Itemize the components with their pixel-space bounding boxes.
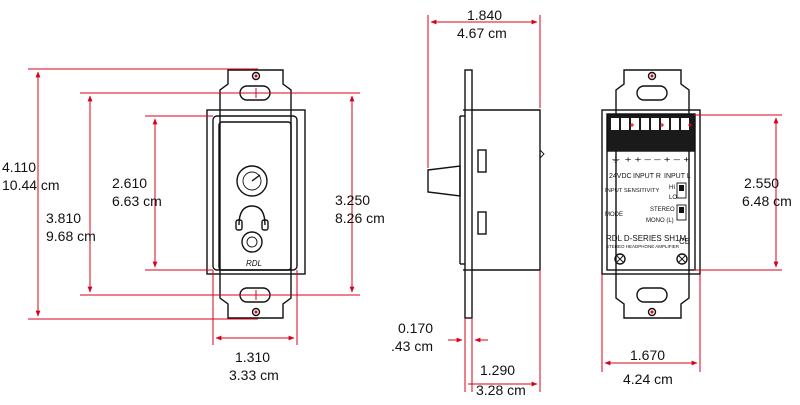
rear-height-in: 2.550: [744, 175, 779, 191]
sensitivity-label: INPUT SENSITIVITY: [605, 188, 659, 194]
side-box-depth-in: 1.290: [480, 362, 515, 378]
front-overall-height-cm: 10.44 cm: [2, 177, 60, 193]
label-input-l: INPUT L: [664, 173, 691, 180]
hi-label: HI: [669, 185, 675, 191]
plate-thickness-in: 0.170: [398, 320, 433, 336]
front-box-height-cm: 8.26 cm: [335, 210, 385, 226]
front-dimensions: [28, 68, 360, 345]
mode-label: MODE: [605, 212, 623, 218]
front-overall-height-in: 4.110: [2, 159, 36, 175]
lo-label: LO: [669, 195, 677, 201]
front-center-marks: [250, 74, 262, 314]
stereo-label: STEREO: [650, 207, 675, 213]
side-depth-cm: 4.67 cm: [457, 25, 507, 41]
terminal-legend: ⏚ + + – – + – +: [610, 155, 690, 164]
front-box-height-in: 3.250: [335, 192, 370, 208]
rear-height-cm: 6.48 cm: [742, 193, 792, 209]
terminal-screws: [611, 118, 689, 130]
side-dimension-labels: 1.840 4.67 cm 0.170 .43 cm 1.290 3.28 cm: [391, 7, 526, 398]
model-subtitle: STEREO HEADPHONE AMPLIFIER: [606, 244, 680, 249]
plate-thickness-cm: .43 cm: [391, 338, 433, 354]
model-name: RDL D-SERIES SH1M: [606, 234, 687, 243]
front-plate-height-in: 3.810: [46, 210, 81, 226]
label-24vdc: 24VDC: [609, 173, 632, 180]
front-width-cm: 3.33 cm: [229, 367, 279, 383]
front-dimension-labels: 4.110 10.44 cm 3.810 9.68 cm 2.610 6.63 …: [2, 159, 385, 383]
rear-dimension-labels: 2.550 6.48 cm 1.670 4.24 cm: [623, 175, 792, 387]
front-width-in: 1.310: [235, 349, 270, 365]
sensitivity-switch: [676, 182, 687, 199]
side-view: [427, 69, 545, 319]
rear-view: ⏚ + + – – + – + 24VDC INPUT R INPUT L IN…: [601, 69, 701, 319]
rear-center-marks: [630, 74, 692, 314]
rear-width-cm: 4.24 cm: [623, 371, 673, 387]
headphone-jack: [241, 231, 263, 253]
side-depth-in: 1.840: [467, 7, 502, 23]
ce-mark: CE: [679, 237, 690, 246]
front-brand: RDL: [246, 259, 262, 268]
side-dimensions: [427, 15, 541, 392]
label-input-r: INPUT R: [633, 173, 661, 180]
front-panel-height-cm: 6.63 cm: [112, 193, 162, 209]
mode-switch: [676, 204, 687, 221]
side-box-depth-cm: 3.28 cm: [476, 382, 526, 398]
headphone-icon: [238, 205, 266, 226]
front-panel-height-in: 2.610: [112, 175, 147, 191]
rear-dimensions: [601, 114, 782, 372]
mono-label: MONO (L): [646, 218, 674, 224]
front-view: RDL: [206, 69, 306, 319]
rear-width-in: 1.670: [630, 347, 665, 363]
front-plate-height-cm: 9.68 cm: [46, 228, 96, 244]
